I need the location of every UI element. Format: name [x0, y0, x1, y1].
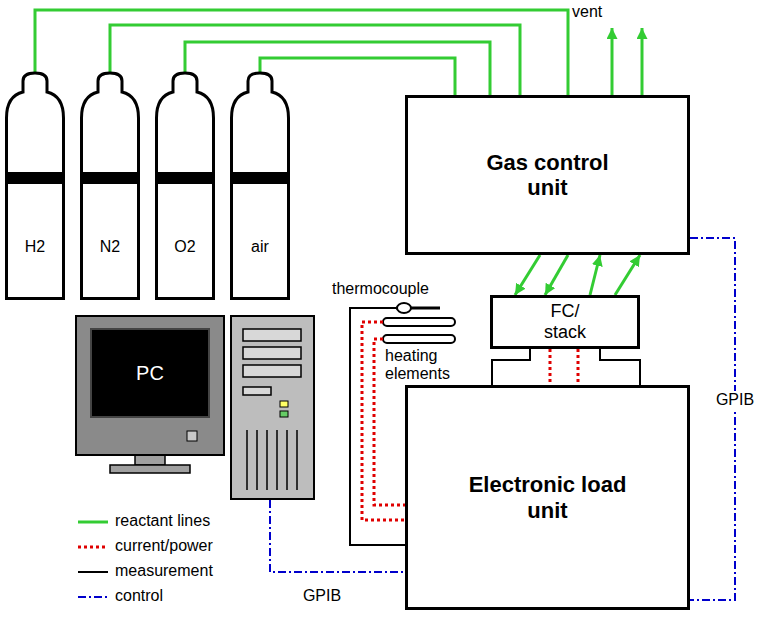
- vent-slot: [276, 430, 278, 490]
- thermocouple-head: [397, 303, 411, 313]
- pc-tower: [231, 316, 314, 499]
- legend-text: reactant lines: [115, 512, 210, 530]
- gas-cylinder: H2: [5, 72, 65, 300]
- cylinder-outline: [5, 72, 65, 300]
- cylinder-body: [157, 73, 214, 299]
- drive-bay: [243, 329, 301, 341]
- vent-slot: [256, 430, 258, 490]
- cylinder-body: [232, 73, 289, 299]
- pc-illustration: [75, 315, 315, 500]
- legend-sample: [78, 521, 108, 524]
- cylinder-band: [155, 172, 215, 184]
- computer: PC: [75, 315, 315, 500]
- cylinder-band: [230, 172, 290, 184]
- vent-arrow: [611, 28, 614, 95]
- cylinder-outline: [155, 72, 215, 300]
- unit-box: Gas control unit: [405, 95, 690, 255]
- monitor-frame: [76, 316, 224, 455]
- cylinder-band: [5, 172, 65, 184]
- text-holder: H2: [25, 238, 45, 256]
- reactant-line: [260, 58, 455, 95]
- gas-cylinder: N2: [80, 72, 140, 300]
- bus-label: GPIB: [301, 587, 343, 605]
- part-label: vent: [572, 3, 602, 21]
- power-button: [187, 431, 197, 441]
- text-holder: N2: [100, 238, 120, 256]
- text-holder: Gas control unit: [473, 150, 623, 201]
- legend-text: current/power: [115, 537, 213, 555]
- monitor-screen: [91, 329, 209, 417]
- unit-box: Electronic load unit: [405, 385, 690, 610]
- bus-label: GPIB: [714, 391, 756, 409]
- gas-name: H2: [25, 238, 45, 256]
- drive-bay: [243, 365, 301, 377]
- vent-slot: [246, 430, 248, 490]
- gas-name: O2: [174, 238, 195, 256]
- part-label: heating elements: [385, 347, 459, 384]
- cylinder-body: [7, 73, 64, 299]
- reactant-line: [545, 255, 568, 295]
- cylinder-band: [80, 172, 140, 184]
- heating-element: [383, 318, 455, 326]
- unit-title: FC/ stack: [539, 301, 591, 342]
- reactant-line: [590, 255, 600, 295]
- legend-text: measurement: [115, 562, 213, 580]
- power-line: [549, 349, 552, 385]
- text-holder: PC: [91, 329, 209, 417]
- gas-name: N2: [100, 238, 120, 256]
- legend-sample: [78, 596, 108, 598]
- legend-sample: [78, 571, 108, 573]
- stack-mount: [492, 345, 640, 385]
- vent-slot: [266, 430, 268, 490]
- cylinder-outline: [80, 72, 140, 300]
- measurement-wire: [350, 308, 405, 545]
- cylinder-outline: [230, 72, 290, 300]
- legend-text: control: [115, 587, 163, 605]
- control-line: [270, 500, 405, 572]
- gas-cylinder: O2: [155, 72, 215, 300]
- power-line: [577, 349, 580, 385]
- unit-box: FC/ stack: [490, 295, 640, 349]
- monitor-base: [110, 465, 190, 473]
- gas-name: air: [251, 238, 269, 256]
- heating-element: [383, 335, 455, 343]
- vent-arrow: [641, 28, 644, 95]
- legend-sample: [78, 546, 108, 549]
- screen-label: PC: [136, 362, 164, 385]
- drive-bay: [243, 347, 301, 359]
- text-holder: O2: [174, 238, 195, 256]
- monitor-neck: [135, 455, 165, 465]
- text-holder: air: [251, 238, 269, 256]
- cylinder-body: [82, 73, 139, 299]
- control-line: [690, 238, 735, 600]
- reactant-line: [185, 42, 490, 95]
- text-holder: Electronic load unit: [458, 472, 638, 523]
- power-led: [280, 401, 288, 407]
- part-label: thermocouple: [332, 280, 429, 298]
- unit-title: Gas control unit: [473, 150, 623, 201]
- gas-cylinder: air: [230, 72, 290, 300]
- reactant-line: [515, 255, 540, 295]
- vent-slot: [286, 430, 288, 490]
- reactant-line: [615, 255, 640, 295]
- vent-slot: [296, 430, 298, 490]
- disk-led: [280, 411, 288, 417]
- drive-slot: [243, 387, 271, 395]
- unit-title: Electronic load unit: [458, 472, 638, 523]
- text-holder: FC/ stack: [539, 301, 591, 342]
